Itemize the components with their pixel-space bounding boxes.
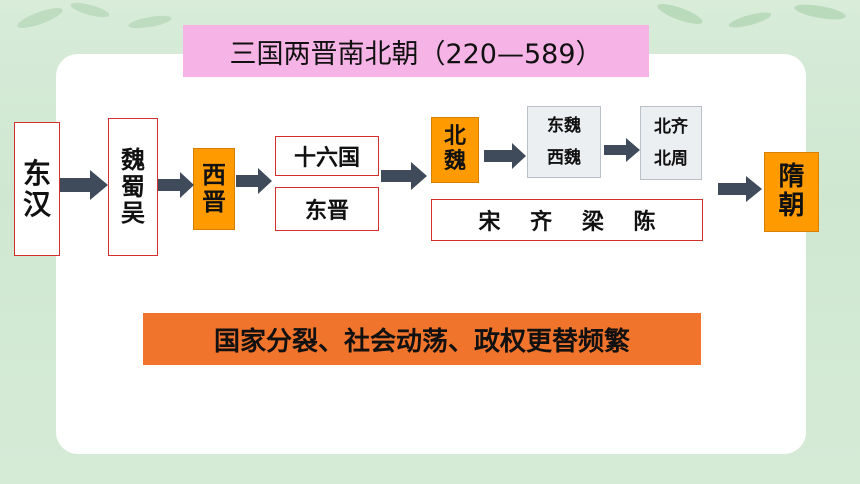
node-xijin: 西 晋 xyxy=(193,148,235,230)
summary-banner: 国家分裂、社会动荡、政权更替频繁 xyxy=(143,313,701,365)
node-beizhou: 北周 xyxy=(654,149,688,169)
arrow-right-icon xyxy=(158,172,194,198)
node-beiwei-char: 北 xyxy=(443,124,466,150)
node-sanguo-char: 吴 xyxy=(121,199,145,228)
bamboo-decoration-right-icon xyxy=(657,4,846,28)
node-xijin-char: 西 xyxy=(202,161,226,190)
node-donghan-char: 东 xyxy=(22,156,51,190)
arrow-right-icon xyxy=(60,170,108,200)
node-beiwei: 北 魏 xyxy=(431,117,479,183)
node-dongwei-xiwei: 东魏 西魏 xyxy=(527,106,601,178)
node-sanguo-char: 魏 xyxy=(121,145,145,174)
arrow-right-icon xyxy=(718,176,762,202)
node-xiwei: 西魏 xyxy=(547,148,581,168)
node-xijin-char: 晋 xyxy=(202,188,226,216)
node-shiliuguo: 十六国 xyxy=(275,136,379,176)
arrow-right-icon xyxy=(604,138,640,162)
node-donghan-char: 汉 xyxy=(22,188,51,221)
node-donghan: 东 汉 xyxy=(14,122,60,256)
node-dongjin: 东晋 xyxy=(275,187,379,231)
node-beiqi: 北齐 xyxy=(654,116,688,137)
node-sanguo-char: 蜀 xyxy=(121,172,145,201)
arrow-right-icon xyxy=(236,168,272,194)
node-suichao: 隋 朝 xyxy=(764,152,819,232)
bamboo-decoration-left-icon xyxy=(17,2,172,29)
page-title: 三国两晋南北朝（220—589） xyxy=(183,25,649,77)
node-beiqi-beizhou: 北齐 北周 xyxy=(640,106,702,180)
arrow-right-icon xyxy=(484,143,526,169)
node-beiwei-char: 魏 xyxy=(443,149,466,174)
node-suichao-char: 隋 xyxy=(778,161,805,192)
node-dongwei: 东魏 xyxy=(547,115,581,136)
node-suichao-char: 朝 xyxy=(778,191,805,221)
node-nanchao: 宋 齐 梁 陈 xyxy=(431,199,703,241)
arrow-right-icon xyxy=(381,162,427,190)
node-sanguo: 魏 蜀 吴 xyxy=(108,118,158,256)
